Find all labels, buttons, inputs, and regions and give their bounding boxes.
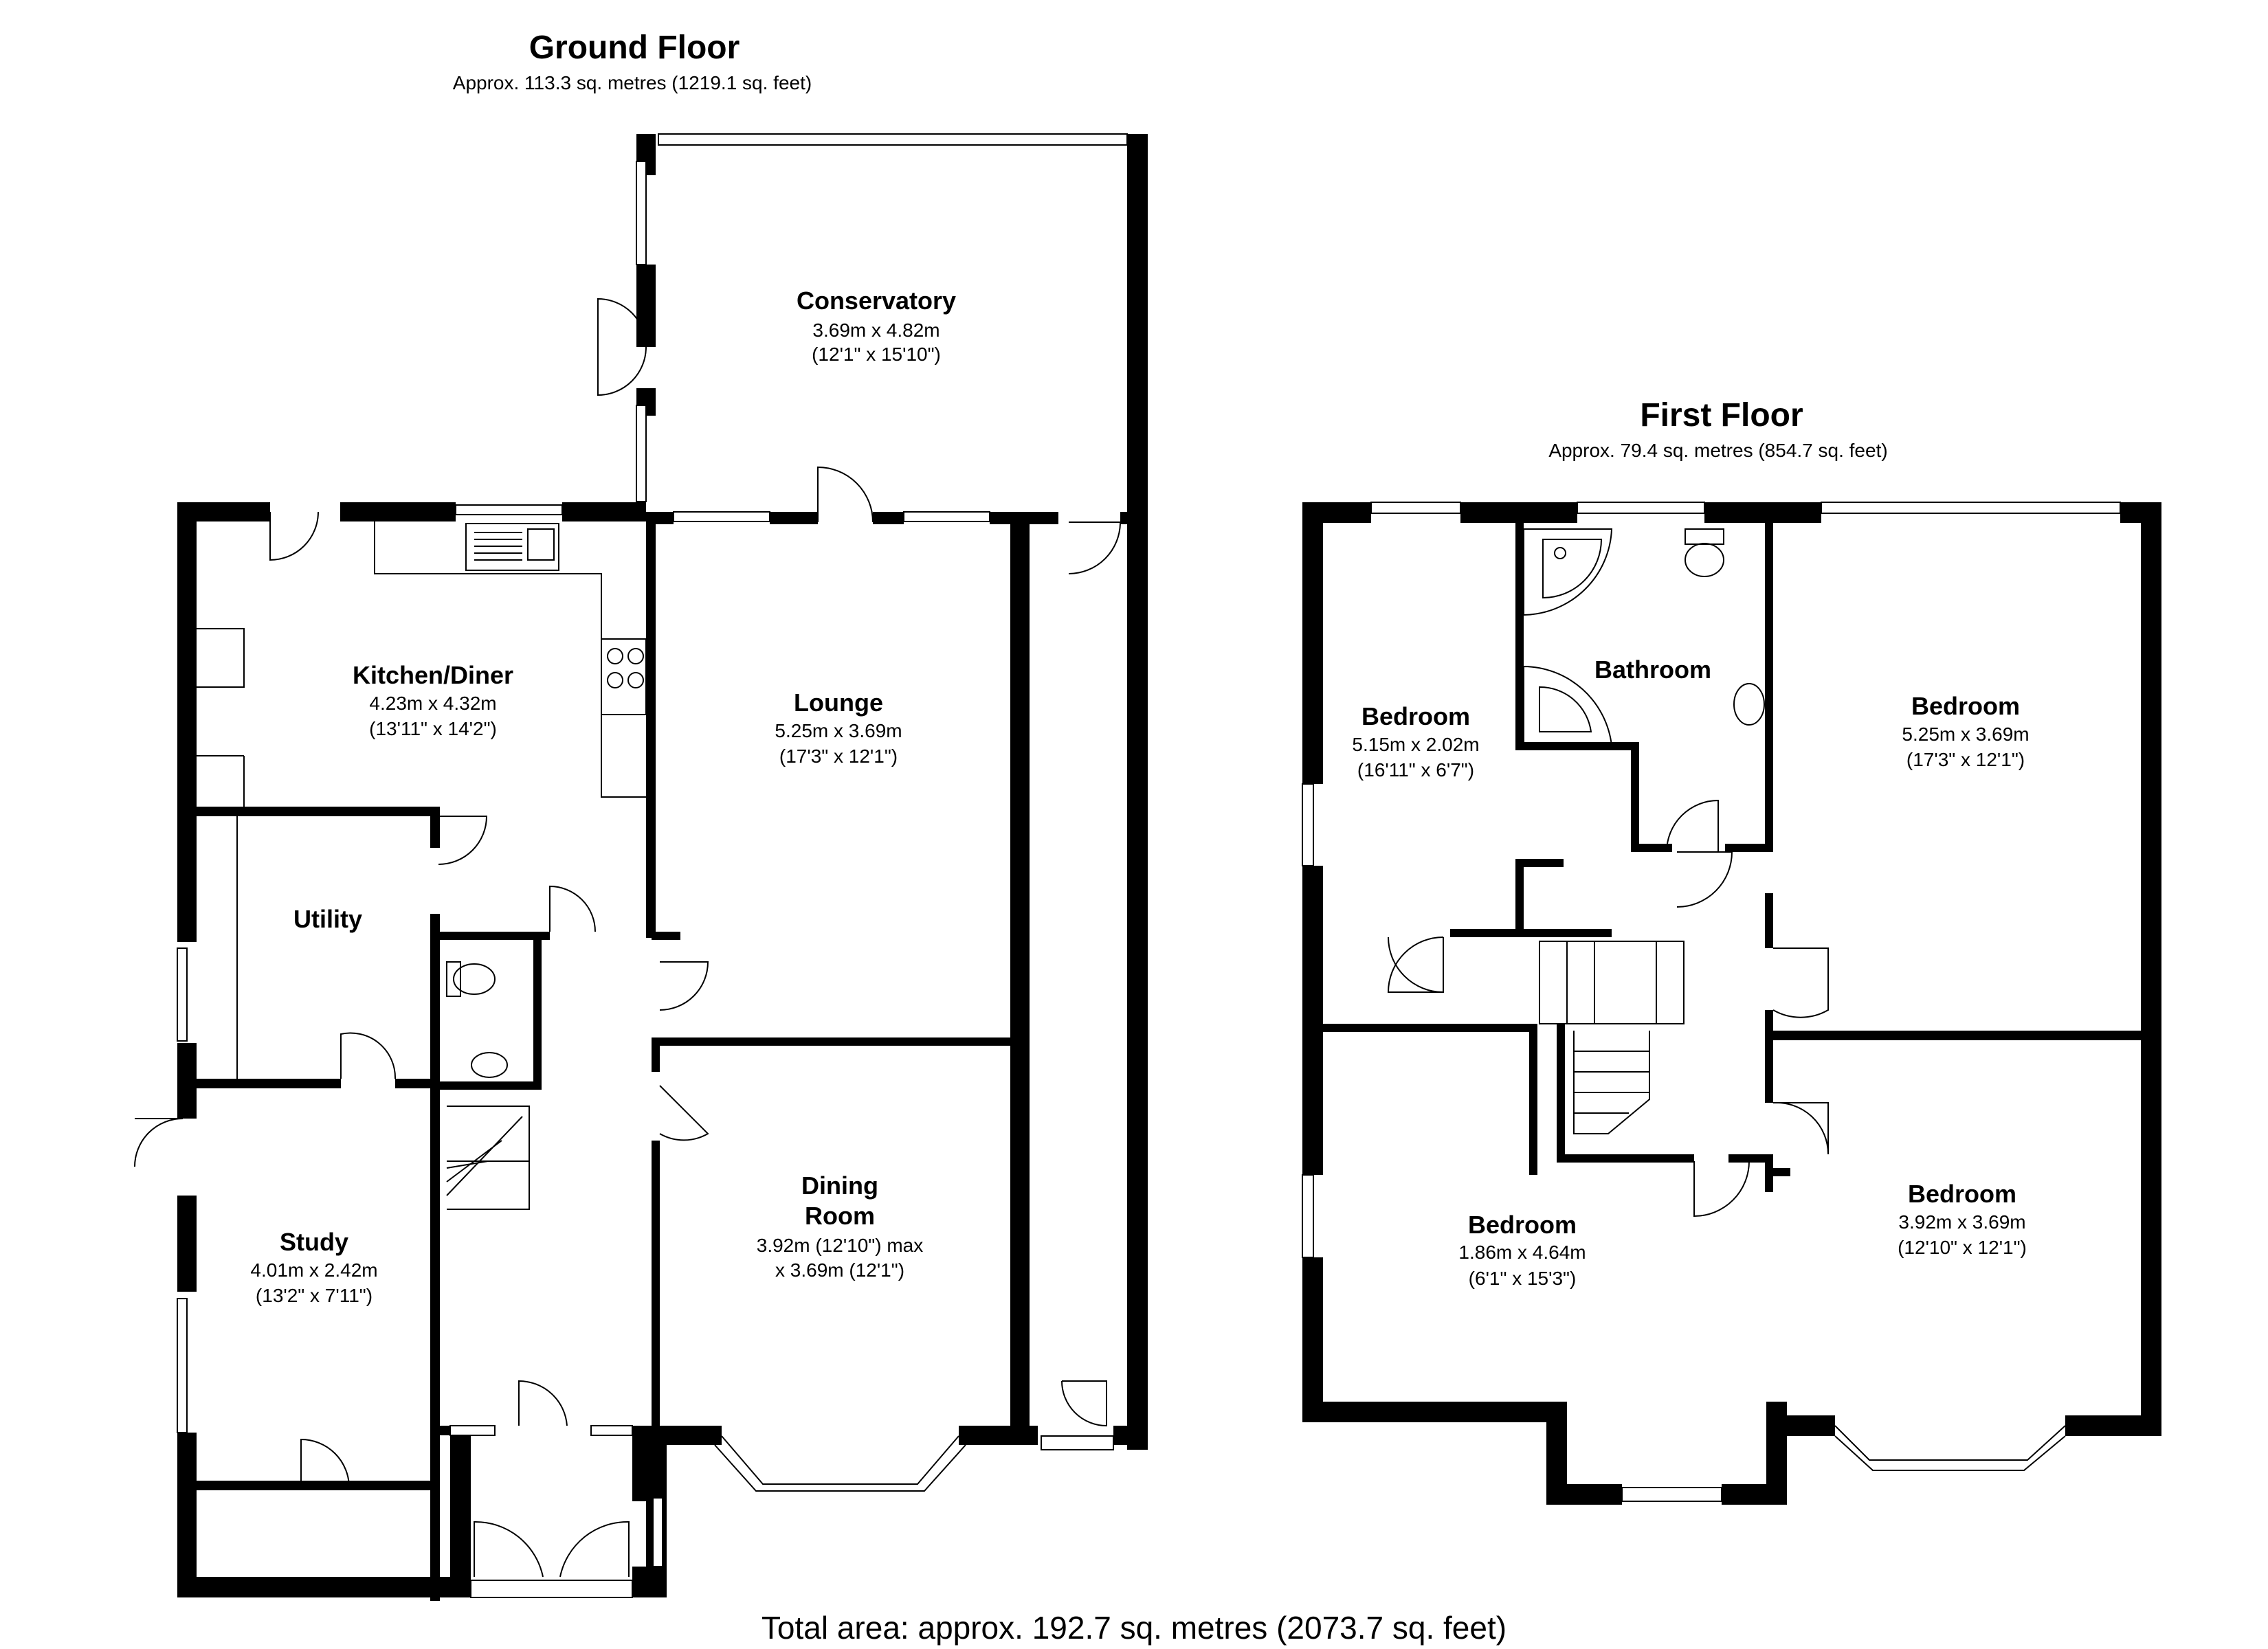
study-imperial: (13'2" x 7'11")	[256, 1285, 373, 1306]
bedroom-rear-left-imperial: (6'1" x 15'3")	[1469, 1268, 1577, 1289]
lounge-imperial: (17'3" x 12'1")	[779, 745, 898, 767]
first-floor-fixtures	[1523, 528, 1765, 1134]
kitchen-imperial: (13'11" x 14'2")	[369, 718, 497, 739]
ground-floor-approx: Approx. 113.3 sq. metres (1219.1 sq. fee…	[453, 72, 812, 93]
bedroom-front-right-dim: 5.25m x 3.69m	[1902, 723, 2029, 745]
kitchen-dim: 4.23m x 4.32m	[369, 693, 496, 714]
bedroom-rear-left-label: Bedroom	[1468, 1211, 1577, 1239]
first-floor-windows	[1302, 502, 2121, 1502]
bathroom-label: Bathroom	[1594, 655, 1711, 684]
first-floor-title: First Floor	[1640, 397, 1803, 434]
bedroom-rear-left-dim: 1.86m x 4.64m	[1458, 1242, 1586, 1263]
dining-imperial: x 3.69m (12'1")	[775, 1259, 904, 1281]
bedroom-rear-right-dim: 3.92m x 3.69m	[1898, 1211, 2025, 1233]
total-area: Total area: approx. 192.7 sq. metres (20…	[761, 1610, 1507, 1646]
first-floor-doors	[1387, 799, 1830, 1218]
first-floor-walls	[1302, 502, 2161, 1505]
ground-floor-title: Ground Floor	[529, 30, 740, 66]
conservatory-dim: 3.69m x 4.82m	[812, 319, 940, 341]
bedroom-front-right-label: Bedroom	[1911, 692, 2020, 720]
lounge-label: Lounge	[794, 688, 883, 717]
bedroom-rear-right-imperial: (12'10" x 12'1")	[1898, 1237, 2027, 1258]
ground-floor-doors	[134, 298, 1122, 1578]
dining-dim: 3.92m (12'10") max	[757, 1235, 924, 1256]
bedroom-small-imperial: (16'11" x 6'7")	[1357, 759, 1474, 781]
ground-floor-plan: Ground Floor Approx. 113.3 sq. metres (1…	[134, 30, 1148, 1601]
conservatory-imperial: (12'1" x 15'10")	[812, 344, 941, 365]
bedroom-rear-right-label: Bedroom	[1908, 1180, 2016, 1208]
ground-floor-windows	[177, 133, 1128, 1598]
bedroom-small-label: Bedroom	[1361, 702, 1470, 730]
first-floor-plan: First Floor Approx. 79.4 sq. metres (854…	[1302, 397, 2161, 1505]
dining-label-line2: Room	[805, 1202, 875, 1230]
lounge-dim: 5.25m x 3.69m	[775, 720, 902, 741]
utility-label: Utility	[293, 905, 362, 933]
bedroom-small-dim: 5.15m x 2.02m	[1352, 734, 1479, 755]
ground-floor-fixtures	[197, 521, 647, 1488]
study-dim: 4.01m x 2.42m	[250, 1259, 377, 1281]
study-label: Study	[280, 1228, 348, 1256]
first-floor-approx: Approx. 79.4 sq. metres (854.7 sq. feet)	[1548, 440, 1887, 461]
bedroom-front-right-imperial: (17'3" x 12'1")	[1906, 749, 2025, 770]
conservatory-label: Conservatory	[797, 287, 956, 315]
ground-floor-walls	[177, 134, 1148, 1601]
kitchen-label: Kitchen/Diner	[353, 661, 513, 689]
dining-label-line1: Dining	[801, 1171, 878, 1200]
